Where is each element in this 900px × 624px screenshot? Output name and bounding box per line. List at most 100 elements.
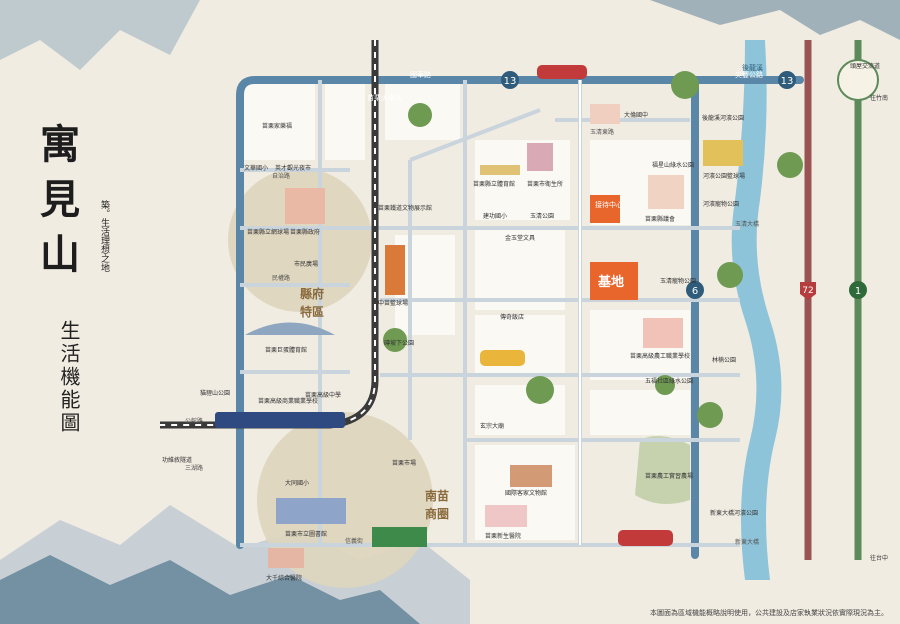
library-building xyxy=(276,498,346,524)
houlong-river xyxy=(731,40,782,580)
county-zone-area xyxy=(228,168,372,312)
label-chuanqi: 傳奇飯店 xyxy=(500,313,524,321)
label-jinyu: 金玉堂文具 xyxy=(505,234,535,242)
route-72-label: 72 xyxy=(802,286,813,296)
newlife-hospital-building xyxy=(485,505,527,527)
council-building xyxy=(648,175,684,209)
label-river: 後龍溪 xyxy=(742,63,763,72)
mountain-shape-top-left xyxy=(0,0,200,70)
road-label-yuqing-east: 玉清東路 xyxy=(590,128,614,136)
label-farm: 苗栗農工實習農場 xyxy=(645,472,693,480)
label-linmu: 林楠公園 xyxy=(712,356,736,364)
label-reception: 接待中心 xyxy=(595,200,623,209)
brand-tagline: 築。生活理想之地 xyxy=(99,200,109,272)
label-zhuangxia-park: 磚坡下公園 xyxy=(384,339,414,347)
label-carrefour: 苗栗家樂福 xyxy=(262,122,292,130)
brand-char-2: 見 xyxy=(40,176,80,223)
buildings xyxy=(245,65,743,568)
label-wenhua-school: 文華國小 xyxy=(244,164,268,172)
stadium-building xyxy=(480,165,520,175)
label-yuqing-park: 玉清公園 xyxy=(530,212,554,220)
map-title: 生活機能圖 xyxy=(57,320,81,435)
arena-dome xyxy=(245,322,335,335)
label-jiangong: 建功國小 xyxy=(483,212,507,220)
label-health: 苗栗市衛生所 xyxy=(527,180,563,188)
mountain-shape-bottom-left-dark xyxy=(0,555,420,624)
bus xyxy=(372,527,427,547)
label-stadium: 苗栗縣立體育館 xyxy=(473,180,515,188)
road-label-xinyi: 信義街 xyxy=(345,537,363,545)
toufen-interchange-circle xyxy=(837,59,879,101)
label-datong: 大同國小 xyxy=(285,479,309,487)
road-label-xindong-bridge: 新東大橋 xyxy=(735,538,759,546)
label-tennis: 苗栗縣立網球場 xyxy=(247,228,289,236)
hakka-museum-building xyxy=(510,465,552,487)
label-south-sign: 往台中 xyxy=(870,554,888,562)
zone-labels: 縣府 特區 南苗 商圈 xyxy=(300,286,449,521)
road-label-yuqing-bridge: 玉清大橋 xyxy=(735,220,759,228)
road-label-jianfeng: 尖豐公路 xyxy=(735,70,763,79)
label-gongjing: 功維敘隧道 xyxy=(162,456,192,464)
label-toufen-interchange: 頭屋交流道 xyxy=(850,62,880,70)
label-fuyu-park: 福星山綠水公園 xyxy=(652,161,694,169)
label-xuanfeng: 玄宗大廟 xyxy=(480,422,504,430)
label-hakka: 國際客家文物館 xyxy=(505,489,547,497)
river-basketball-court xyxy=(703,140,743,166)
label-library: 苗栗市立圖書館 xyxy=(285,530,327,538)
route-13-badge-a xyxy=(501,71,519,89)
road-labels: 國華路 尖豐公路 xyxy=(410,70,763,79)
label-newlife: 苗栗新生醫院 xyxy=(485,532,521,540)
label-maoli-school: 苗栗高級商業職業學校 xyxy=(258,397,318,405)
label-base: 基地 xyxy=(597,274,624,290)
label-wufu: 五福社區綠水公園 xyxy=(645,377,693,385)
road-label-minquan: 民權路 xyxy=(272,274,290,282)
label-maoli-middle: 苗栗高級中學 xyxy=(305,391,341,399)
route-6-label: 6 xyxy=(692,286,698,297)
basketball-court xyxy=(385,245,405,295)
label-county-hall: 苗栗縣政府 xyxy=(290,228,320,236)
label-arena: 苗栗巨蛋體育館 xyxy=(265,346,307,354)
label-night-market: 英才觀光夜市 xyxy=(275,164,311,172)
route-1-label: 1 xyxy=(855,286,861,297)
road-label-guohua: 國華路 xyxy=(410,70,431,79)
label-xindong-park: 新東大橋河濱公園 xyxy=(710,509,758,517)
trees xyxy=(383,71,803,428)
label-market: 苗栗市場 xyxy=(392,459,416,467)
route-13-badge-b xyxy=(778,71,796,89)
disclaimer: 本圖面為區域機能概略說明使用，公共建設及店家執業狀況依實際現況為主。 xyxy=(650,609,888,617)
label-dalun: 大倫國中 xyxy=(624,111,648,119)
label-daqian: 大千綜合醫院 xyxy=(266,574,302,582)
daqian-hospital-building xyxy=(268,548,304,568)
label-houlong-park: 後龍溪河濱公園 xyxy=(702,114,744,122)
label-culture-hall: 苗栗鐵道文物展示館 xyxy=(378,204,432,212)
label-county-zone-2: 特區 xyxy=(300,304,324,319)
farm-area xyxy=(635,436,690,504)
road-label-gongyuan: 公館路 xyxy=(185,417,203,425)
road-label-sanhu: 三湖路 xyxy=(185,464,203,472)
base-site-box xyxy=(590,262,638,300)
route-1-badge xyxy=(849,281,867,299)
label-miaonong: 苗栗高級農工職業學校 xyxy=(630,352,690,360)
mountain-shape-top-right xyxy=(650,0,900,40)
health-center-building xyxy=(527,143,553,171)
reception-center-box xyxy=(590,195,620,223)
miaonong-school-building xyxy=(643,318,683,348)
label-north-sign: 往竹南 xyxy=(870,94,888,102)
place-labels: 苗栗家樂福 文華國小 英才觀光夜市 苗栗鐵道文物展示館 苗栗縣政府 苗栗縣立網球… xyxy=(162,111,758,582)
label-shopping-zone-1: 南苗 xyxy=(425,488,449,503)
brand-char-1: 寓 xyxy=(40,121,80,168)
route-6-badge xyxy=(686,281,704,299)
label-train-station: 苗栗火車站 xyxy=(367,93,402,102)
route-13-label-a: 13 xyxy=(504,76,517,87)
label-citizen-square: 市民廣場 xyxy=(294,260,318,268)
county-government-building xyxy=(285,188,325,224)
road-labels-minor: 玉清東路 玉清大橋 新東大橋 信義街 公館路 三湖路 民權路 自治路 xyxy=(185,128,759,546)
car-top xyxy=(537,65,587,79)
label-shopping-zone-2: 商圈 xyxy=(425,506,449,521)
taxi xyxy=(480,350,525,366)
route-13-label-b: 13 xyxy=(781,76,794,87)
car-bottom xyxy=(618,530,673,546)
label-yuqing-pet: 玉清寵物公園 xyxy=(660,277,696,285)
